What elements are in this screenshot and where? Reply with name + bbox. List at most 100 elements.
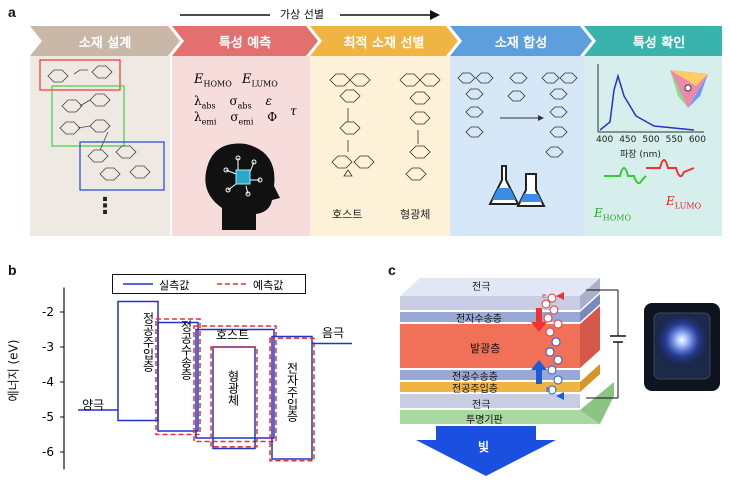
hil-label: 정공주입층 (141, 312, 155, 372)
spectrum-tick: 550 (665, 135, 683, 145)
ehomo-sub: HOMO (602, 213, 632, 223)
spectrum-tick: 450 (619, 135, 637, 145)
spectrum-xlabel: 파장 (nm) (620, 150, 661, 160)
homo-lumo-labels: EHOMO ELUMO (194, 72, 278, 89)
electron-arrow-icon (531, 308, 547, 332)
layer-substrate: 투명기판 (466, 415, 503, 426)
htl-measured-box (157, 321, 199, 432)
ehomo-label: EHOMO (594, 206, 631, 222)
stage-title-design: 소재 설계 (78, 35, 132, 51)
eil-label: 전자주입층 (285, 362, 299, 422)
prop-lambda-abs: λ (194, 94, 202, 108)
stage-title-verify: 특성 확인 (632, 35, 686, 51)
ytick-label: -6 (42, 445, 54, 459)
prop-lumo-sub: LUMO (251, 79, 278, 89)
eil-predicted-box (269, 337, 315, 462)
hole-carrier-labels: h (546, 386, 550, 394)
prop-sigma-emi-sub: emi (238, 117, 254, 127)
prop-abs-sub: abs (201, 101, 216, 111)
fluor-label: 형광체 (400, 208, 431, 221)
stage-banner-predict (172, 26, 318, 56)
top-electrode (400, 278, 600, 296)
selected-molecules-drawing (329, 73, 441, 181)
synth-panel (450, 56, 584, 236)
prop-sigma-emi: σ (230, 110, 239, 124)
stage-banners (30, 26, 722, 56)
prop-lambda-emi: λ (194, 110, 202, 124)
emi-property-labels: λemi σemi Φ (194, 110, 277, 126)
host-measured-box (195, 328, 275, 439)
hole-label: h (546, 386, 551, 394)
select-panel: 호스트 형광체 (310, 56, 450, 236)
molecule-design-drawing (39, 59, 165, 191)
fluor-measured-box (212, 346, 256, 450)
flow-arrow-icon (180, 10, 440, 20)
ytick-label: -2 (42, 305, 54, 319)
stage-banner-synth (450, 26, 592, 56)
legend-swatches (123, 283, 247, 285)
ai-head-icon (205, 143, 280, 230)
elumo-label: ELUMO (666, 194, 701, 210)
prop-sigma-abs: σ (229, 94, 238, 108)
more-molecules-dots: ⋮ (94, 194, 116, 219)
layer-electrode-top: 전극 (472, 282, 491, 293)
spectrum-tick: 600 (688, 135, 706, 145)
design-panel: ⋮ (30, 56, 170, 236)
layer-htl: 전공수송층 (452, 372, 498, 383)
cathode-label: 음극 (322, 326, 345, 340)
predict-panel: EHOMO ELUMO λabs σabs ε λemi σemi Φ τ (172, 56, 310, 236)
layer-etl: 전자수송층 (456, 314, 502, 325)
abs-property-labels: λabs σabs ε (194, 94, 272, 110)
energy-diagram-svg (60, 287, 352, 470)
anode-label: 양극 (82, 398, 105, 412)
prop-sigma-abs-sub: abs (237, 101, 252, 111)
stage-banner-select (310, 26, 458, 56)
oled-stack: 전극 전자수송층 발광층 전공수송층 전공주입층 전극 투명기판 빛 e h (386, 266, 730, 484)
virtual-screening-arrow: 가상 선별 (180, 7, 440, 21)
light-arrow-icon (416, 426, 556, 476)
host-label: 호스트 (332, 208, 363, 221)
panel-c-letter: c (388, 262, 396, 278)
electron-carrier-labels: e (542, 292, 546, 300)
htl-label: 정공수송층 (179, 320, 193, 380)
elumo-sub: LUMO (674, 201, 702, 211)
host-level-label: 호스트 (216, 328, 250, 342)
flask-icon (488, 165, 546, 207)
stage-banner-verify (584, 26, 722, 56)
fluor-predicted-box (210, 346, 258, 448)
verify-panel: 400 450 500 550 600 파장 (nm) EHOMO ELUMO (584, 56, 722, 236)
ehomo-e: E (594, 206, 603, 220)
oled-stack-svg (400, 278, 626, 476)
elumo-e: E (666, 194, 675, 208)
stage-banner-design (30, 26, 180, 56)
energy-level-chart: 에너지 (eV) 실측값 예측값 -2 -3 -4 -5 -6 양극 정공주입층… (0, 262, 370, 484)
fluor-level-label: 형광체 (226, 370, 240, 406)
spectrum-ticks: 400 450 500 550 600 (596, 135, 706, 145)
carrier-dots (541, 293, 563, 395)
legend-box: 실측값 예측값 (112, 274, 306, 294)
host-predicted-box (193, 325, 277, 443)
ytick-label: -4 (42, 375, 54, 389)
layer-eml: 발광층 (470, 342, 501, 355)
stage-title-predict: 특성 예측 (218, 35, 272, 51)
prop-epsilon: ε (265, 94, 272, 108)
spectrum-and-cv-drawing (597, 64, 708, 185)
ytick-label: -5 (42, 410, 54, 424)
spectrum-tick: 400 (596, 135, 614, 145)
glowing-device-image (652, 312, 712, 380)
legend-predicted: 예측값 (253, 279, 284, 292)
energy-ylabel: 에너지 (eV) (6, 339, 21, 402)
eil-measured-box (271, 335, 313, 460)
ytick-label: -3 (42, 340, 54, 354)
panel-b-letter: b (8, 262, 17, 278)
hole-arrow-icon (531, 360, 547, 384)
prop-homo-sub: HOMO (203, 79, 232, 89)
legend-measured: 실측값 (159, 279, 190, 292)
spectrum-tick: 500 (642, 135, 660, 145)
flow-label: 가상 선별 (280, 8, 324, 21)
light-label: 빛 (478, 440, 490, 454)
layer-hil: 전공주입층 (452, 384, 498, 395)
synthesis-drawing (457, 72, 578, 207)
prop-emi-sub: emi (201, 117, 217, 127)
layer-electrode-bottom: 전극 (472, 400, 491, 411)
